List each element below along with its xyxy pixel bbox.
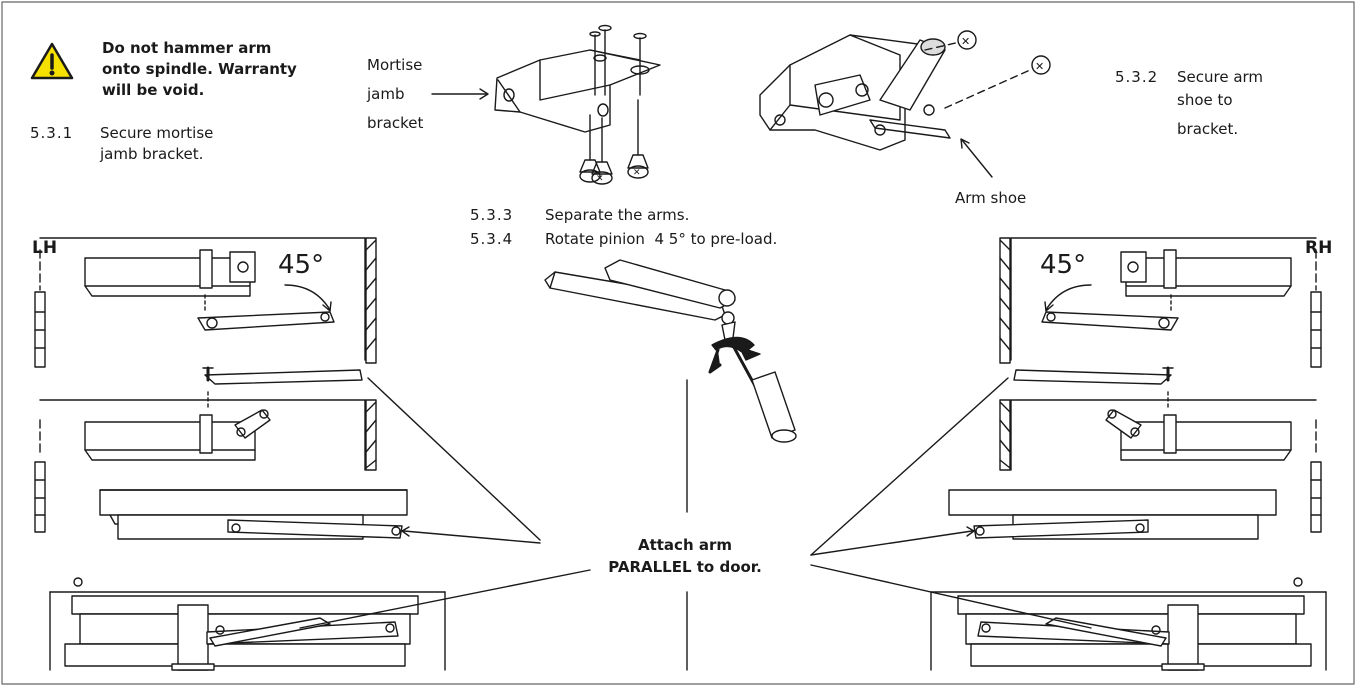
svg-text:✕: ✕ [596,173,604,183]
right-angle-label: 45° [1040,250,1087,280]
attach-line-1: Attach arm [637,536,732,554]
svg-text:✕: ✕ [633,167,641,177]
right-hand-label: RH [1305,238,1333,258]
pinion-drawing [544,259,797,443]
warning-line-2: onto spindle. Warranty [102,60,297,78]
svg-text:✕: ✕ [961,36,970,48]
warning-line-1: Do not hammer arm [102,39,272,57]
step-5-3-3-text: Separate the arms. [545,206,690,224]
left-angle-label: 45° [278,250,325,280]
left-hand-drawings [34,237,591,671]
step-5-3-1-line-1: Secure mortise [100,124,214,142]
warning-line-3: will be void. [102,81,205,99]
attach-line-2: PARALLEL to door. [608,558,762,576]
warning-triangle-icon [30,42,74,80]
mortise-label-line-1: Mortise [367,56,423,74]
mortise-jamb-bracket-drawing: ✕ ✕ [494,24,661,185]
mortise-label-line-2: jamb [367,85,405,103]
svg-text:✕: ✕ [1035,61,1044,73]
step-5-3-4-number: 5.3.4 [470,230,514,248]
step-5-3-2-line-1: Secure arm [1177,68,1264,86]
step-5-3-1-line-2: jamb bracket. [100,145,204,163]
arm-shoe-drawing: ✕ ✕ [759,30,1051,151]
right-hand-drawings [810,237,1327,671]
arm-shoe-leader [961,139,993,178]
step-5-3-3-number: 5.3.3 [470,206,514,224]
step-5-3-4-text: Rotate pinion 4 5° to pre-load. [545,230,778,248]
step-5-3-2-line-2: shoe to [1177,91,1233,109]
mortise-label-line-3: bracket [367,114,424,132]
step-5-3-1-number: 5.3.1 [30,124,74,142]
step-5-3-2-number: 5.3.2 [1115,68,1159,86]
step-5-3-2-line-3: bracket. [1177,120,1239,138]
arm-shoe-label: Arm shoe [955,189,1027,207]
left-hand-label: LH [32,238,58,258]
